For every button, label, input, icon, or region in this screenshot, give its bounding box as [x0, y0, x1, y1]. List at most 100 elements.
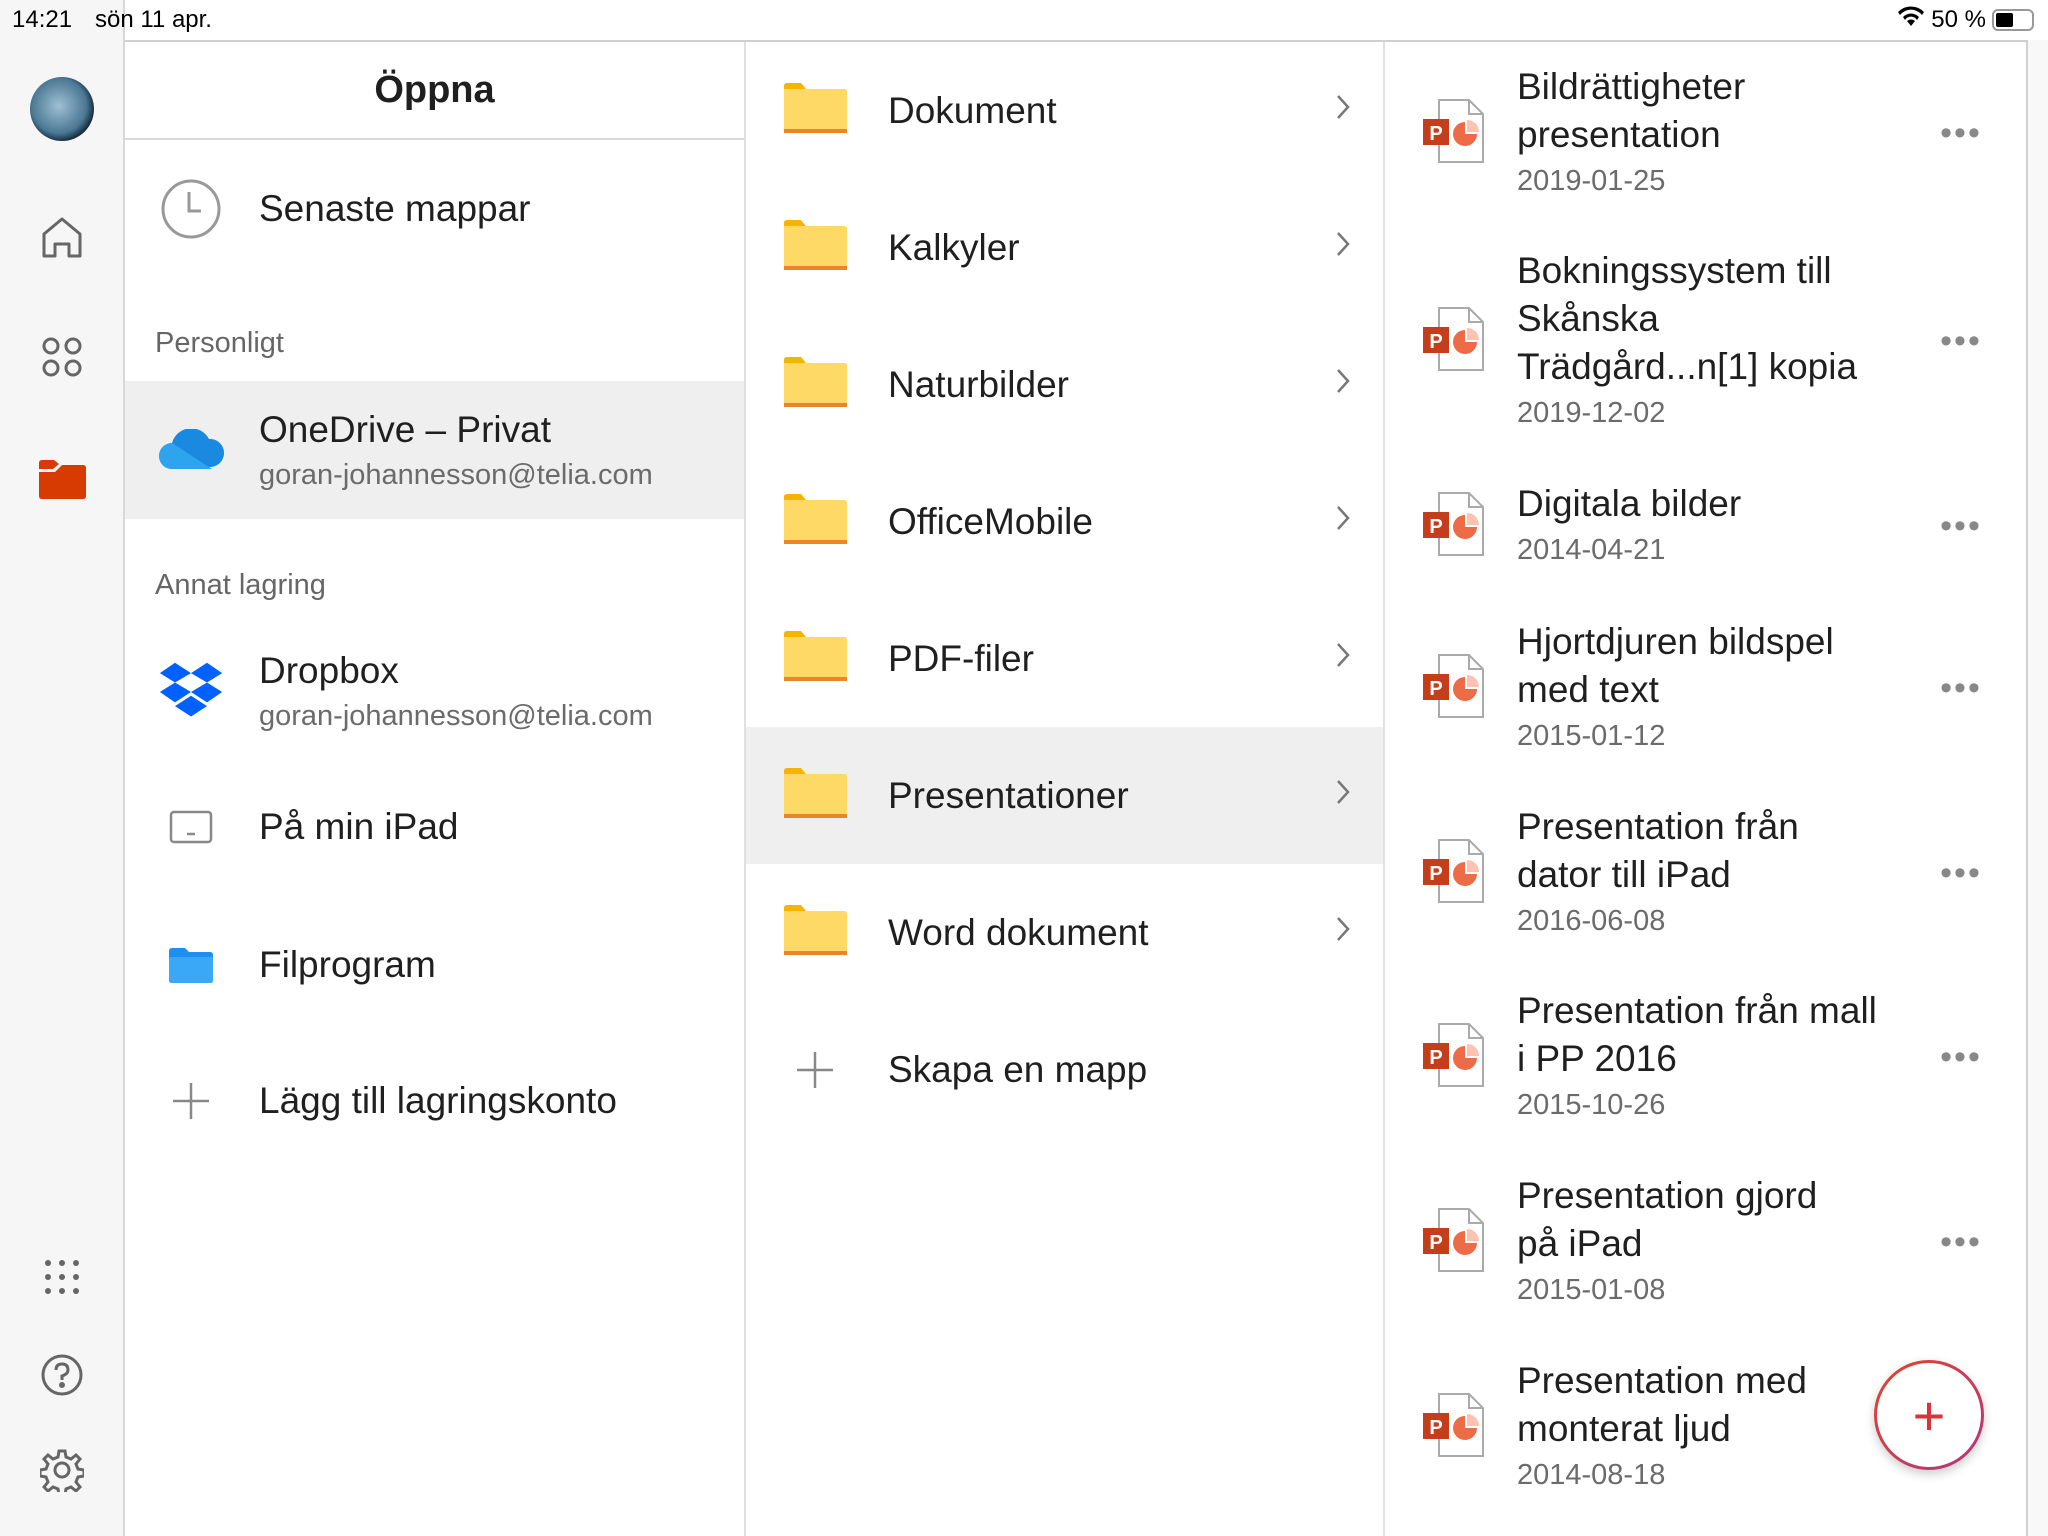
powerpoint-file-icon: P — [1421, 1022, 1487, 1093]
more-options-button[interactable]: ••• — [1940, 321, 1982, 360]
recent-folders-item[interactable]: Senaste mappar — [125, 154, 744, 264]
status-bar: 14:21 sön 11 apr. 50 % — [0, 0, 2048, 40]
file-name-line: Presentation från mall — [1517, 990, 1877, 1031]
folder-name: OfficeMobile — [888, 500, 1093, 542]
folder-icon[interactable] — [37, 459, 87, 499]
status-time: 14:21 — [12, 6, 73, 33]
folder-icon — [782, 904, 848, 961]
account-avatar[interactable] — [29, 77, 94, 141]
file-item[interactable]: P Hjortdjuren bildspel med text 2015-01-12… — [1385, 618, 2026, 758]
file-date: 2014-04-21 — [1517, 534, 1666, 566]
more-options-button[interactable]: ••• — [1940, 113, 1982, 152]
help-icon[interactable] — [40, 1353, 84, 1397]
folder-item[interactable]: Word dokument — [746, 864, 1383, 1001]
ipad-icon — [158, 810, 224, 844]
onedrive-title: OneDrive – Privat — [259, 408, 551, 450]
file-name-line: i PP 2016 — [1517, 1038, 1677, 1079]
scroll-gutter — [2026, 40, 2048, 1536]
folders-panel: Dokument Kalkyler Naturbilder OfficeMobi… — [746, 42, 1385, 1536]
file-date: 2015-10-26 — [1517, 1089, 1666, 1121]
settings-gear-icon[interactable] — [39, 1448, 84, 1492]
folder-name: Dokument — [888, 89, 1057, 131]
folder-icon — [782, 219, 848, 276]
divider — [125, 40, 2026, 42]
all-apps-grid-icon[interactable] — [42, 1257, 82, 1297]
section-other-storage: Annat lagring — [155, 569, 326, 601]
file-name-line: dator till iPad — [1517, 854, 1731, 895]
apps-icon[interactable] — [40, 335, 84, 379]
wifi-icon — [1897, 5, 1925, 34]
clock-icon — [158, 178, 224, 240]
on-my-ipad-label: På min iPad — [259, 806, 459, 847]
svg-text:P: P — [1429, 678, 1442, 700]
file-item[interactable]: P Presentation från mall i PP 2016 2015-10… — [1385, 987, 2026, 1127]
add-storage-account-button[interactable]: Lägg till lagringskonto — [125, 1046, 744, 1156]
dropbox-icon — [158, 659, 224, 723]
file-name-line: med text — [1517, 669, 1659, 710]
file-date: 2015-01-12 — [1517, 720, 1666, 752]
file-name-line: Bokningssystem till — [1517, 250, 1832, 291]
svg-text:P: P — [1429, 123, 1442, 145]
more-options-button[interactable]: ••• — [1940, 853, 1982, 892]
onedrive-account[interactable]: OneDrive – Privat goran-johannesson@telia… — [125, 381, 744, 519]
more-options-button[interactable]: ••• — [1940, 1222, 1982, 1261]
svg-text:P: P — [1429, 1232, 1442, 1254]
file-name-line: monterat ljud — [1517, 1408, 1731, 1449]
folder-item[interactable]: Dokument — [746, 42, 1383, 179]
file-name-line: Hjortdjuren bildspel — [1517, 621, 1834, 662]
folder-name: PDF-filer — [888, 637, 1034, 679]
on-my-ipad-item[interactable]: På min iPad — [125, 772, 744, 882]
more-options-button[interactable]: ••• — [1940, 1037, 1982, 1076]
folder-item[interactable]: Naturbilder — [746, 316, 1383, 453]
file-date: 2019-12-02 — [1517, 397, 1666, 429]
files-app-label: Filprogram — [259, 944, 436, 985]
file-date: 2019-01-25 — [1517, 165, 1666, 197]
chevron-right-icon — [1335, 776, 1351, 815]
create-new-button[interactable]: + — [1874, 1360, 1984, 1470]
folder-icon — [782, 356, 848, 413]
more-options-button[interactable]: ••• — [1940, 506, 1982, 545]
status-date: sön 11 apr. — [95, 6, 212, 33]
folder-item[interactable]: PDF-filer — [746, 590, 1383, 727]
folder-item[interactable]: Presentationer — [746, 727, 1383, 864]
home-icon[interactable] — [38, 214, 86, 262]
file-date: 2015-01-08 — [1517, 1274, 1666, 1306]
file-name-line: Presentation med — [1517, 1360, 1808, 1401]
create-folder-label: Skapa en mapp — [888, 1048, 1148, 1090]
folder-name: Word dokument — [888, 911, 1149, 953]
chevron-right-icon — [1335, 228, 1351, 267]
folder-item[interactable]: OfficeMobile — [746, 453, 1383, 590]
onedrive-email: goran-johannesson@telia.com — [259, 458, 653, 491]
powerpoint-file-icon: P — [1421, 1392, 1487, 1463]
svg-text:P: P — [1429, 516, 1442, 538]
add-storage-label: Lägg till lagringskonto — [259, 1080, 617, 1121]
svg-text:P: P — [1429, 1417, 1442, 1439]
file-name-line: Trädgård...n[1] kopia — [1517, 346, 1858, 387]
files-app-item[interactable]: Filprogram — [125, 910, 744, 1020]
files-app-folder-icon — [158, 947, 224, 983]
create-folder-button[interactable]: Skapa en mapp — [746, 1001, 1383, 1138]
chevron-right-icon — [1335, 365, 1351, 404]
powerpoint-file-icon: P — [1421, 838, 1487, 909]
folder-name: Kalkyler — [888, 226, 1020, 268]
folder-icon — [782, 493, 848, 550]
app-rail — [0, 0, 125, 1536]
folder-item[interactable]: Kalkyler — [746, 179, 1383, 316]
plus-icon: + — [1877, 1363, 1981, 1467]
folder-name: Presentationer — [888, 774, 1129, 816]
folder-name: Naturbilder — [888, 363, 1069, 405]
file-name-line: Presentation gjord — [1517, 1175, 1818, 1216]
battery-icon — [1992, 8, 2034, 31]
folder-icon — [782, 767, 848, 824]
more-options-button[interactable]: ••• — [1940, 668, 1982, 707]
section-personal: Personligt — [155, 327, 284, 359]
onedrive-cloud-icon — [158, 429, 224, 471]
